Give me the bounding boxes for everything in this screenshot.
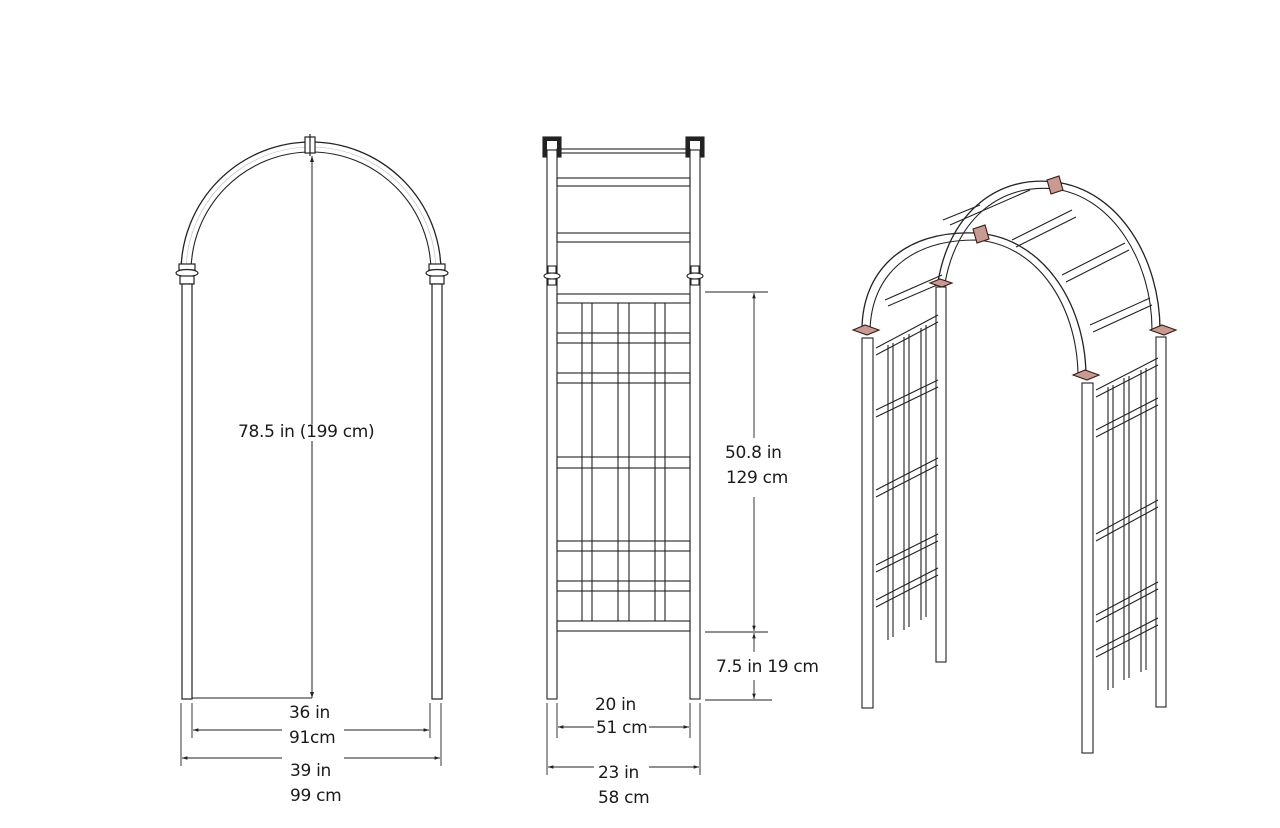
front-outer-width-in: 39 in (290, 761, 332, 781)
side-leg-clearance: 7.5 in 19 cm (716, 657, 819, 677)
left-post (181, 283, 193, 700)
side-left-post (546, 149, 558, 700)
side-panel-height-in: 50.8 in (725, 443, 782, 463)
front-arch-3d (861, 232, 1087, 376)
cap-top-back (1046, 175, 1064, 195)
side-view (542, 136, 772, 775)
front-arch (180, 141, 442, 273)
side-right-post (689, 149, 701, 700)
side-outer-width-cm: 58 cm (598, 788, 650, 808)
left-post-cap (175, 263, 199, 285)
back-arch (937, 180, 1161, 331)
side-inner-width-in: 20 in (595, 695, 637, 715)
right-post (431, 283, 443, 700)
front-inner-width-cm: 91cm (289, 728, 336, 748)
right-post-cap (425, 263, 449, 285)
lattice-panel (556, 293, 691, 632)
front-inner-width-in: 36 in (289, 703, 331, 723)
cap-right-back (1148, 324, 1178, 336)
side-panel-height-cm: 129 cm (726, 468, 788, 488)
front-outer-width-cm: 99 cm (290, 786, 342, 806)
left-lattice (875, 314, 939, 640)
cap-top-front (972, 224, 990, 244)
front-view (175, 134, 449, 766)
front-height-label: 78.5 in (199 cm) (238, 422, 375, 442)
right-lattice (1095, 357, 1159, 690)
side-outer-width-in: 23 in (598, 763, 640, 783)
cap-right-front (1071, 369, 1101, 381)
post-caps (851, 175, 1178, 381)
cap-left-front (851, 324, 881, 336)
cap-left-back (928, 278, 954, 288)
isometric-view (851, 175, 1178, 754)
side-inner-width-cm: 51 cm (596, 718, 648, 738)
